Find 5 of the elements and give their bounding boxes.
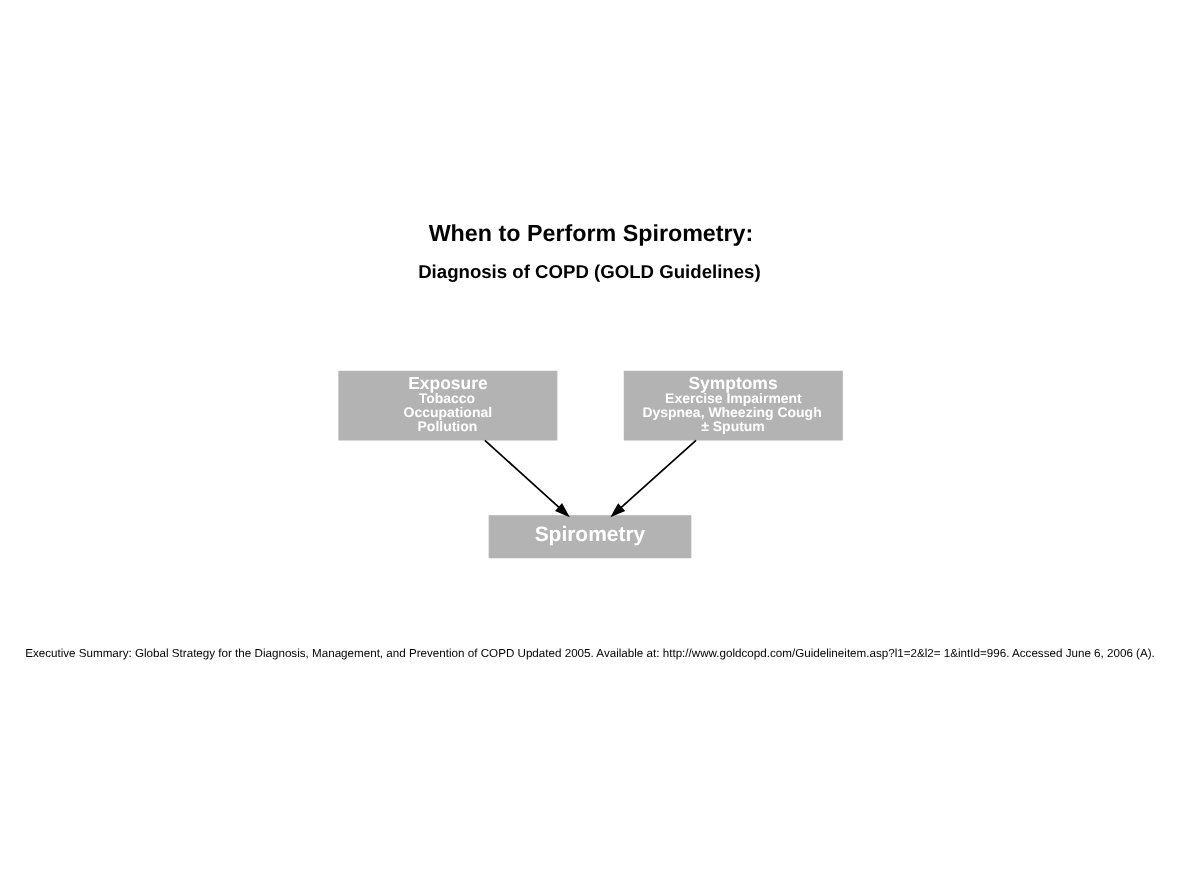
diagram-title: When to Perform Spirometry: bbox=[428, 219, 754, 246]
arrow bbox=[610, 438, 697, 517]
label: Diagnosis of COPD (GOLD Guidelines) bbox=[418, 260, 761, 281]
arrow bbox=[483, 438, 570, 517]
node-box: Spirometry bbox=[488, 514, 692, 558]
